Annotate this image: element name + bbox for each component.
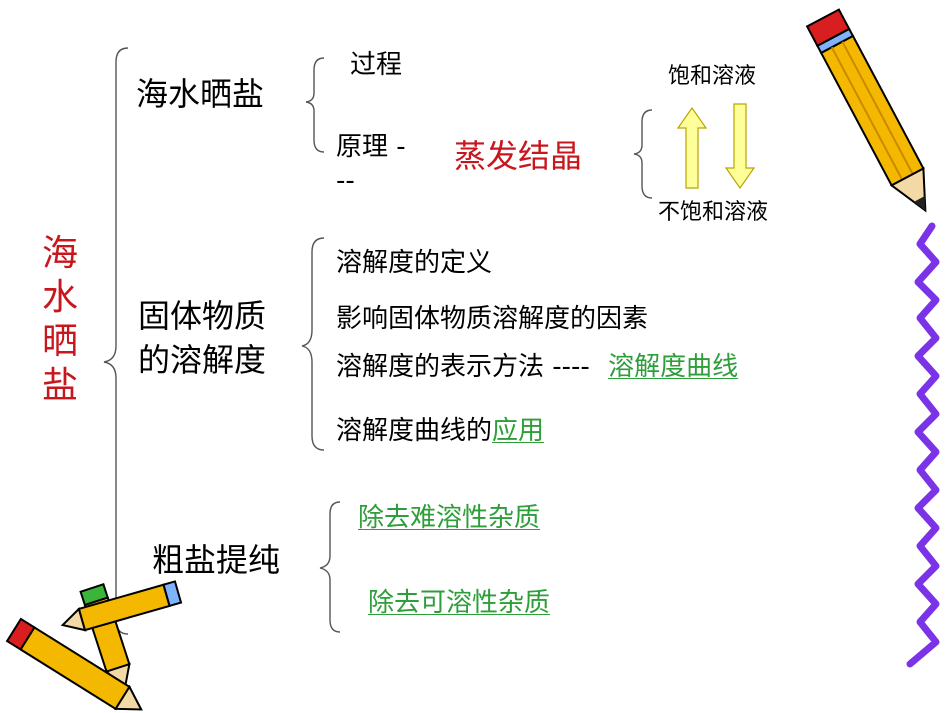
- squiggle-border-icon: [906, 222, 940, 668]
- crossed-pencils-icon: [5, 580, 183, 711]
- link-remove-soluble[interactable]: 除去可溶性杂质: [368, 588, 551, 618]
- representation-text: 溶解度的表示方法 ----: [336, 352, 590, 382]
- item-curve-application: 溶解度曲线的应用: [336, 418, 544, 444]
- highlight-evaporation: 蒸发结晶: [454, 137, 583, 175]
- up-arrow-icon: [676, 106, 708, 189]
- brace-icon-cycle: [633, 109, 653, 199]
- cycle-saturated: 饱和溶液: [668, 64, 757, 89]
- curve-application-text: 溶解度曲线的: [336, 416, 493, 446]
- link-solubility-curve[interactable]: 溶解度曲线: [608, 352, 739, 382]
- cycle-unsaturated: 不饱和溶液: [658, 200, 769, 225]
- item-solubility-definition: 溶解度的定义: [336, 248, 493, 278]
- item-process: 过程: [350, 50, 403, 80]
- item-solubility-representation: 溶解度的表示方法 ---- 溶解度曲线: [336, 354, 738, 380]
- section-label-seawater: 海水晒盐: [136, 75, 265, 113]
- section-label-solubility-line2: 的溶解度: [138, 341, 267, 379]
- pencil-icon: [805, 8, 927, 213]
- brace-icon-section3: [319, 501, 341, 633]
- slide-title: 海水晒盐: [41, 233, 78, 406]
- brace-icon-section2: [301, 237, 325, 451]
- brace-icon-section1: [305, 57, 325, 153]
- item-principle: 原理 ---: [336, 132, 406, 196]
- section-label-solubility-line1: 固体物质: [138, 297, 267, 335]
- link-remove-insoluble[interactable]: 除去难溶性杂质: [358, 503, 541, 533]
- item-solubility-factors: 影响固体物质溶解度的因素: [336, 304, 649, 334]
- link-application[interactable]: 应用: [492, 416, 545, 446]
- main-brace-icon: [103, 47, 129, 635]
- down-arrow-icon: [724, 103, 756, 190]
- section-label-salt-purification: 粗盐提纯: [152, 541, 281, 579]
